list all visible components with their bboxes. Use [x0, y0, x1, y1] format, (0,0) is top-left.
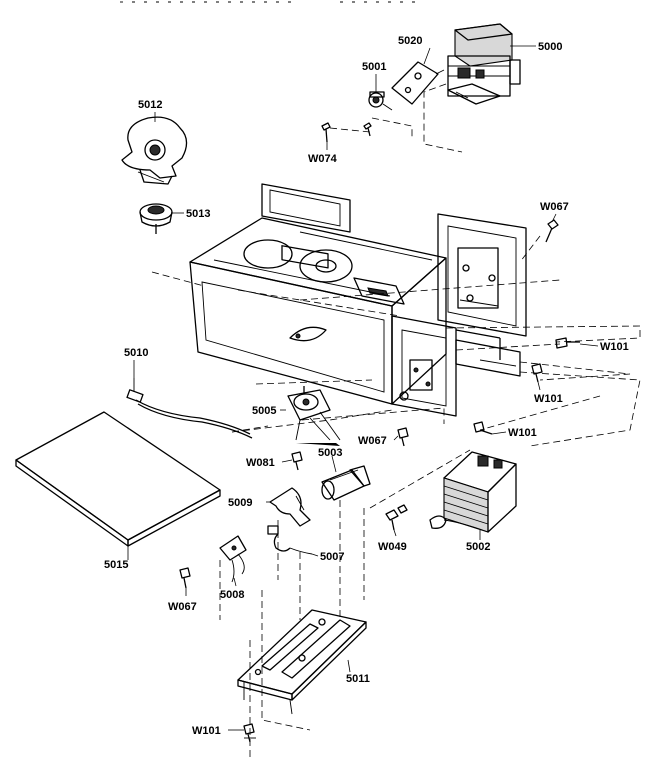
rear-panel [437, 213, 527, 377]
label-5000: 5000 [538, 41, 562, 53]
label-w101-right: W101 [600, 341, 629, 353]
screw-w067-top [545, 219, 559, 243]
label-w067-mid: W067 [358, 435, 387, 447]
label-5005: 5005 [252, 405, 276, 417]
screw-w074 [321, 122, 372, 143]
label-5001: 5001 [362, 61, 386, 73]
label-w101-mid: W101 [534, 393, 563, 405]
label-5003: 5003 [318, 447, 342, 459]
label-5020: 5020 [398, 35, 422, 47]
label-5002: 5002 [466, 541, 490, 553]
label-w067-lower: W067 [168, 601, 197, 613]
label-w067-top: W067 [540, 201, 569, 213]
part-5008-switch [219, 535, 247, 583]
screw-w101-bottom [243, 723, 256, 743]
screw-w067-lower [179, 567, 191, 589]
leader-lines [127, 45, 599, 731]
label-5015: 5015 [104, 559, 128, 571]
part-labels: 5000 5020 5001 5012 W074 5013 W067 5010 … [104, 35, 629, 737]
label-5010: 5010 [124, 347, 148, 359]
assembly-dashed-lines [151, 83, 641, 760]
label-w081: W081 [246, 457, 275, 469]
part-5015-panel [15, 411, 221, 547]
screw-w049 [385, 504, 408, 531]
cavity-chassis [189, 183, 457, 417]
label-5013: 5013 [186, 208, 210, 220]
screw-w067-mid [397, 427, 409, 447]
part-5002-transformer [429, 451, 517, 533]
part-5000-magnetron [447, 23, 521, 105]
part-5012-turntable-support [121, 116, 188, 185]
part-5009-bracket [269, 487, 311, 527]
label-w101-lower: W101 [508, 427, 537, 439]
label-w049: W049 [378, 541, 407, 553]
part-5003-capacitor [321, 465, 371, 501]
label-5008: 5008 [220, 589, 244, 601]
screw-w101-right [473, 337, 580, 435]
label-5012: 5012 [138, 99, 162, 111]
label-5009: 5009 [228, 497, 252, 509]
part-5010-fuse-wire [126, 378, 253, 439]
part-5007-wire [267, 525, 313, 555]
part-5011-base-plate [237, 609, 367, 715]
arrow-motor-wire [296, 443, 340, 446]
part-5020-bracket [391, 61, 445, 105]
part-5001-thermostat [368, 91, 393, 111]
part-5005-motor [287, 386, 341, 441]
screw-w081 [291, 451, 303, 471]
part-5013-coupler [139, 203, 173, 234]
label-w101-bottom: W101 [192, 725, 221, 737]
label-5011: 5011 [346, 673, 370, 685]
label-w074: W074 [308, 153, 338, 165]
label-5007: 5007 [320, 551, 344, 563]
